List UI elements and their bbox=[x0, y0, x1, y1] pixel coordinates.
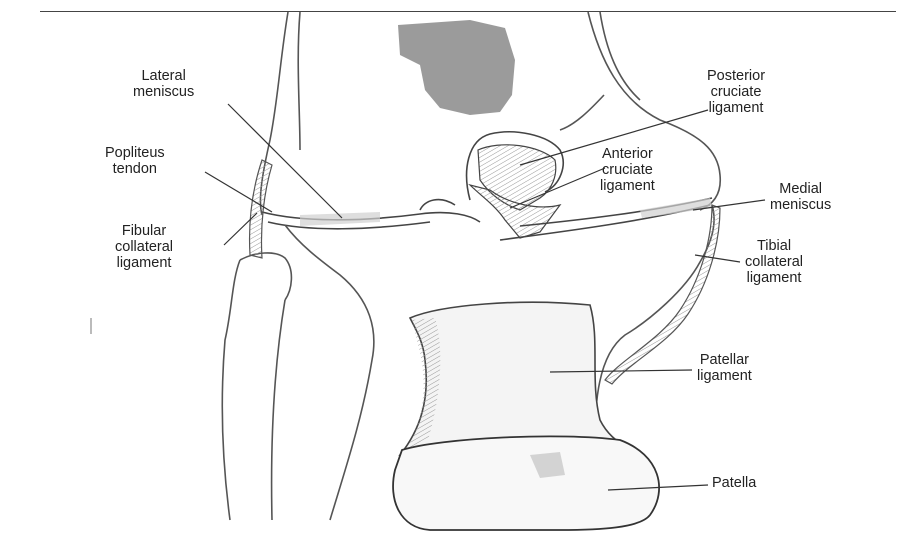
medial-meniscus bbox=[640, 198, 712, 218]
label-fibular-collateral-ligament: Fibular collateral ligament bbox=[115, 223, 173, 271]
patella-shape bbox=[393, 436, 659, 530]
lateral-meniscus bbox=[300, 212, 380, 226]
label-popliteus-tendon: Popliteus tendon bbox=[105, 145, 165, 177]
label-anterior-cruciate-ligament: Anterior cruciate ligament bbox=[600, 146, 655, 194]
fibula bbox=[222, 253, 291, 520]
leader-lateral-meniscus bbox=[228, 104, 342, 218]
label-patellar-ligament: Patellar ligament bbox=[697, 352, 752, 384]
label-patella: Patella bbox=[712, 475, 756, 491]
fibular-collateral-ligament bbox=[250, 160, 273, 258]
label-medial-meniscus: Medial meniscus bbox=[770, 181, 831, 213]
label-posterior-cruciate-ligament: Posterior cruciate ligament bbox=[707, 68, 765, 116]
label-tibial-collateral-ligament: Tibial collateral ligament bbox=[745, 238, 803, 286]
label-lateral-meniscus: Lateral meniscus bbox=[133, 68, 194, 100]
femur-shading bbox=[398, 20, 515, 115]
